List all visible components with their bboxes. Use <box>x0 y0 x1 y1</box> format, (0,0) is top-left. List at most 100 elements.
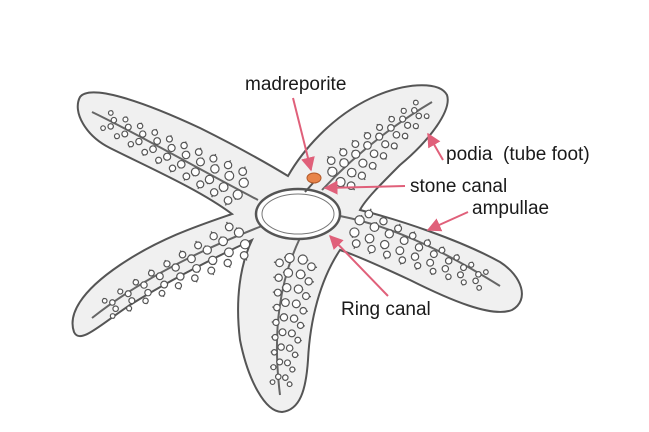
ampulla <box>196 180 205 189</box>
ampulla <box>289 366 296 373</box>
ampulla <box>423 239 432 247</box>
ampulla <box>414 243 424 252</box>
ampulla <box>110 116 118 124</box>
ampulla <box>274 273 283 282</box>
madreporite-pointer <box>292 97 315 172</box>
ampulla <box>107 123 114 130</box>
ampulla <box>444 257 453 265</box>
ampulla <box>426 258 435 267</box>
ampulla <box>369 222 380 233</box>
ampulla <box>271 349 278 356</box>
ampulla <box>149 145 157 154</box>
ampulla <box>171 263 180 272</box>
ampulla <box>363 132 372 140</box>
ampulla <box>351 149 361 159</box>
ampulla <box>142 297 149 305</box>
ampulla <box>351 140 360 149</box>
ampulla <box>209 231 218 241</box>
ampulla <box>384 229 395 239</box>
ampulla <box>109 313 116 319</box>
ampulla <box>349 227 360 238</box>
ampulla <box>158 289 166 297</box>
ampulla <box>387 124 395 132</box>
ampulla <box>287 329 296 338</box>
ampulla <box>475 271 482 278</box>
ampulla <box>233 227 245 238</box>
tube-feet-layer <box>100 99 489 388</box>
ampulla <box>275 258 284 268</box>
ampulla <box>224 222 234 232</box>
madreporite <box>306 172 322 184</box>
ampulla <box>399 115 407 123</box>
ampulla <box>180 141 188 150</box>
ampulla <box>210 164 220 174</box>
ampulla <box>122 116 129 123</box>
ampulla <box>181 150 191 160</box>
ampulla <box>291 299 301 309</box>
ampulla <box>269 379 276 386</box>
pointer-lines <box>292 97 469 297</box>
ampulla <box>468 261 475 268</box>
ampulla <box>141 148 149 156</box>
ampulla <box>412 122 420 130</box>
ampulla <box>270 364 277 371</box>
podia-label: podia (tube foot) <box>446 144 590 165</box>
ampulla <box>155 156 163 164</box>
ampulla <box>394 224 403 233</box>
ampulla <box>410 106 418 114</box>
starfish-body <box>71 84 523 414</box>
ampulla <box>239 239 251 250</box>
ampulla <box>239 250 249 260</box>
ampullae-pointer <box>426 211 469 232</box>
ampulla <box>283 359 292 367</box>
ampulla <box>223 160 233 170</box>
ampulla <box>399 236 409 246</box>
ampulla <box>363 141 372 150</box>
ring-canal-pointer <box>329 234 389 297</box>
ampulla <box>144 288 152 297</box>
ampulla <box>358 158 368 168</box>
ampulla <box>160 280 169 289</box>
ampulla <box>335 176 346 188</box>
ampulla <box>395 246 405 256</box>
ampulla <box>163 260 171 268</box>
ampulla <box>390 142 398 150</box>
stone-canal <box>304 182 314 193</box>
ampulla <box>456 271 465 279</box>
ampulla <box>192 263 202 273</box>
ampulla <box>301 292 311 301</box>
ampulla <box>369 149 379 159</box>
ampulla <box>354 215 365 226</box>
ampulla <box>162 152 172 161</box>
ampulla <box>295 269 306 280</box>
ampulla <box>112 305 119 313</box>
ampulla <box>364 233 375 244</box>
ampulla <box>140 281 148 289</box>
ampulla <box>357 171 367 180</box>
ampulla <box>209 188 219 197</box>
ampulla <box>281 374 289 381</box>
ampulla <box>379 217 388 226</box>
ampulla <box>429 267 437 275</box>
ampulla <box>127 140 135 148</box>
ampulla <box>147 269 155 277</box>
ampulla <box>165 135 174 143</box>
ampulla <box>404 121 412 129</box>
ampulla <box>128 297 136 305</box>
ampulla <box>392 130 401 139</box>
ampulla <box>273 303 281 312</box>
ampulla <box>482 269 489 275</box>
ampulla <box>126 305 133 312</box>
ampulla <box>351 239 361 248</box>
ampulla <box>113 133 121 140</box>
ampulla <box>182 172 191 181</box>
ampulla <box>101 297 108 304</box>
ring-canal-label: Ring canal <box>341 299 431 320</box>
ampulla <box>296 321 305 330</box>
podia-pointer <box>427 132 444 161</box>
ampulla <box>379 239 390 250</box>
ampulla <box>284 252 295 264</box>
ampulla <box>299 306 308 315</box>
madreporite-label: madreporite <box>245 74 346 95</box>
ampulla <box>285 344 294 352</box>
